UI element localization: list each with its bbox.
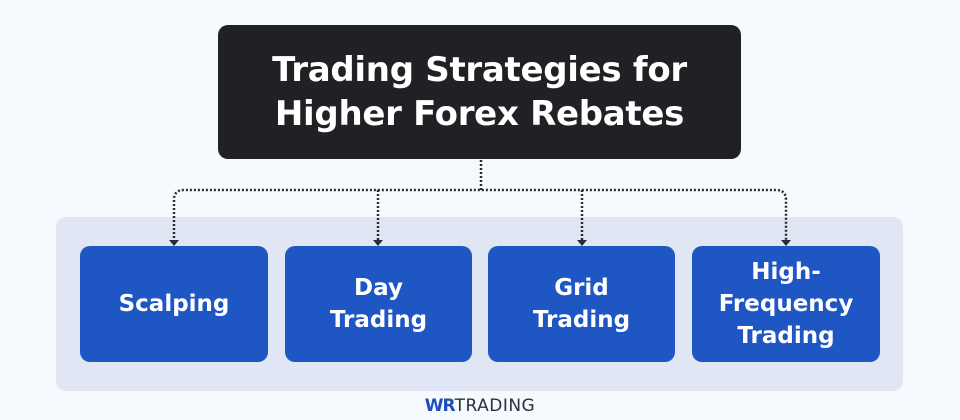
node-label: Scalping bbox=[118, 291, 230, 317]
title-line-1: Trading Strategies for bbox=[272, 50, 687, 90]
node-scalping: Scalping bbox=[80, 246, 268, 362]
brand-wr: WR bbox=[424, 396, 456, 416]
arrow-down-icon bbox=[577, 240, 587, 246]
brand-text: TRADING bbox=[454, 396, 536, 416]
arrow-down-icon bbox=[781, 240, 791, 246]
arrow-down-icon bbox=[373, 240, 383, 246]
title-box: Trading Strategies for Higher Forex Reba… bbox=[218, 25, 741, 159]
title-line-2: Higher Forex Rebates bbox=[274, 94, 685, 134]
brand-logo: WRTRADING bbox=[0, 396, 960, 416]
arrow-down-icon bbox=[169, 240, 179, 246]
